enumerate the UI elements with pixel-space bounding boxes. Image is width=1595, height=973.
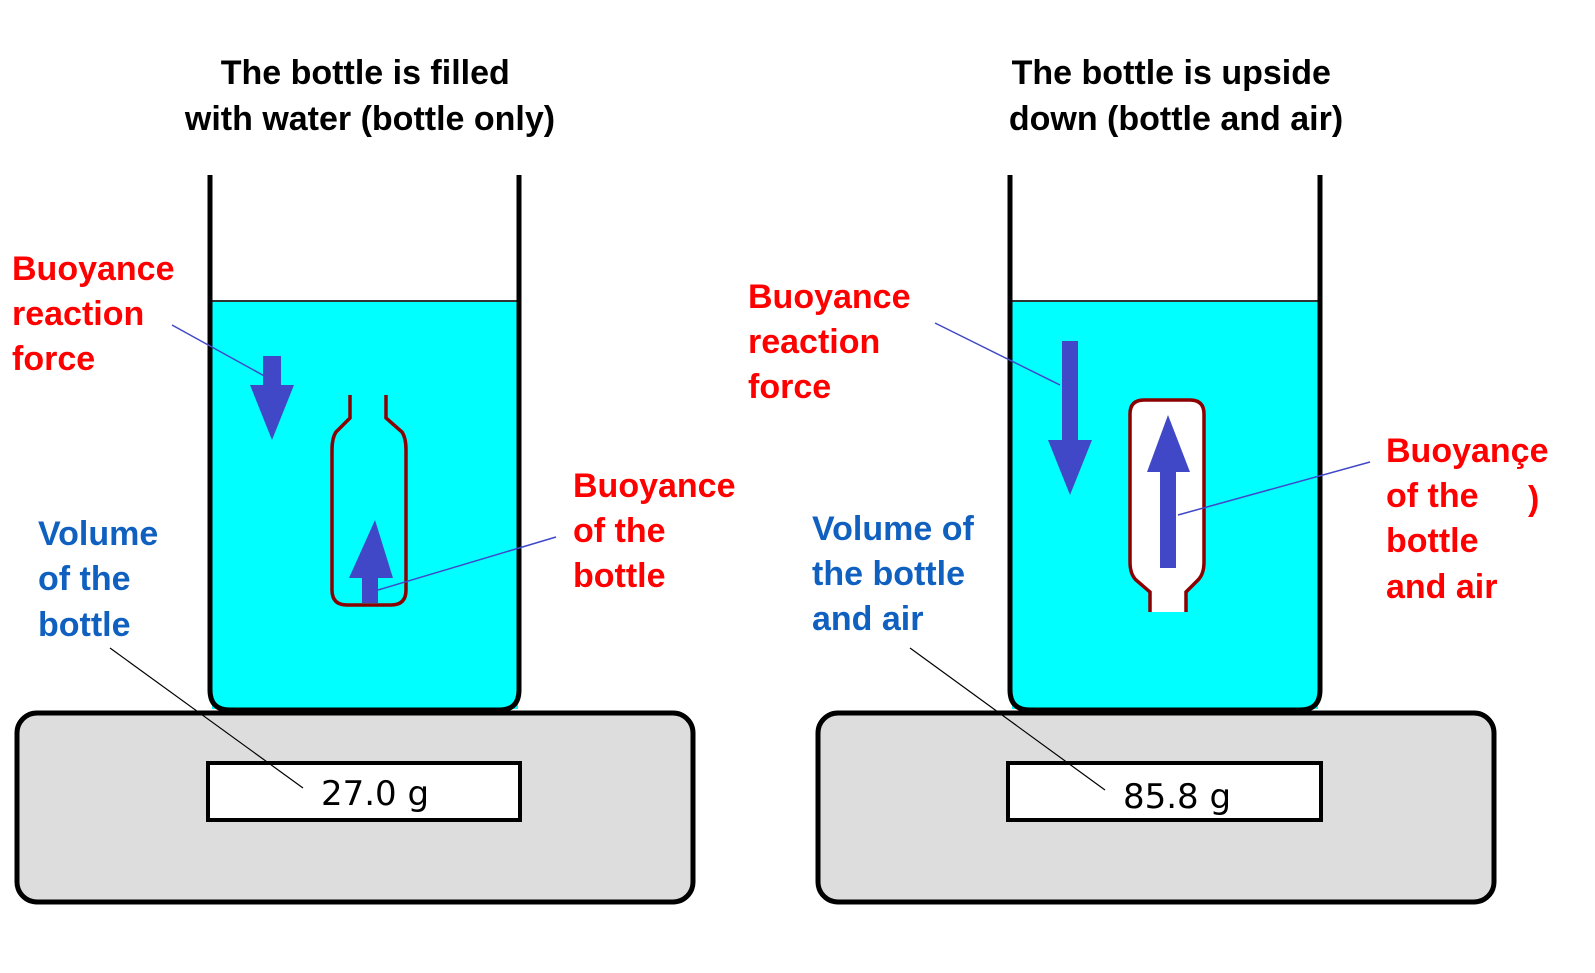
right-reaction-arrow-icon xyxy=(1048,341,1092,495)
left-reaction-arrow-icon xyxy=(250,356,294,440)
right-scale-reading: 85.8 g xyxy=(1123,777,1231,817)
left-scale-display xyxy=(206,761,522,822)
left-water xyxy=(212,301,518,709)
left-buoyance-label: Buoyance of the bottle xyxy=(573,467,745,595)
right-volume-label: Volume of the bottle and air xyxy=(812,510,983,638)
right-panel: The bottle is upside down (bottle and ai… xyxy=(748,54,1558,905)
right-beaker xyxy=(1007,175,1323,713)
left-bottle xyxy=(330,395,408,607)
right-reaction-label: Buoyance reaction force xyxy=(748,278,920,406)
stray-parenthesis: ) xyxy=(1528,480,1539,518)
right-scale-display xyxy=(1006,761,1323,822)
right-title: The bottle is upside down (bottle and ai… xyxy=(1009,54,1343,138)
left-panel: The bottle is filled with water (bottle … xyxy=(12,54,745,905)
left-beaker xyxy=(207,175,522,713)
left-scale-reading: 27.0 g xyxy=(321,774,429,814)
right-buoyance-label: Buoyançe of the bottle and air xyxy=(1386,432,1558,606)
right-buoyance-arrow-icon xyxy=(1147,415,1190,568)
left-reaction-label: Buoyance reaction force xyxy=(12,250,184,378)
left-buoyance-arrow-icon xyxy=(349,520,393,603)
left-volume-label: Volume of the bottle xyxy=(38,515,168,644)
left-title: The bottle is filled with water (bottle … xyxy=(184,54,555,138)
